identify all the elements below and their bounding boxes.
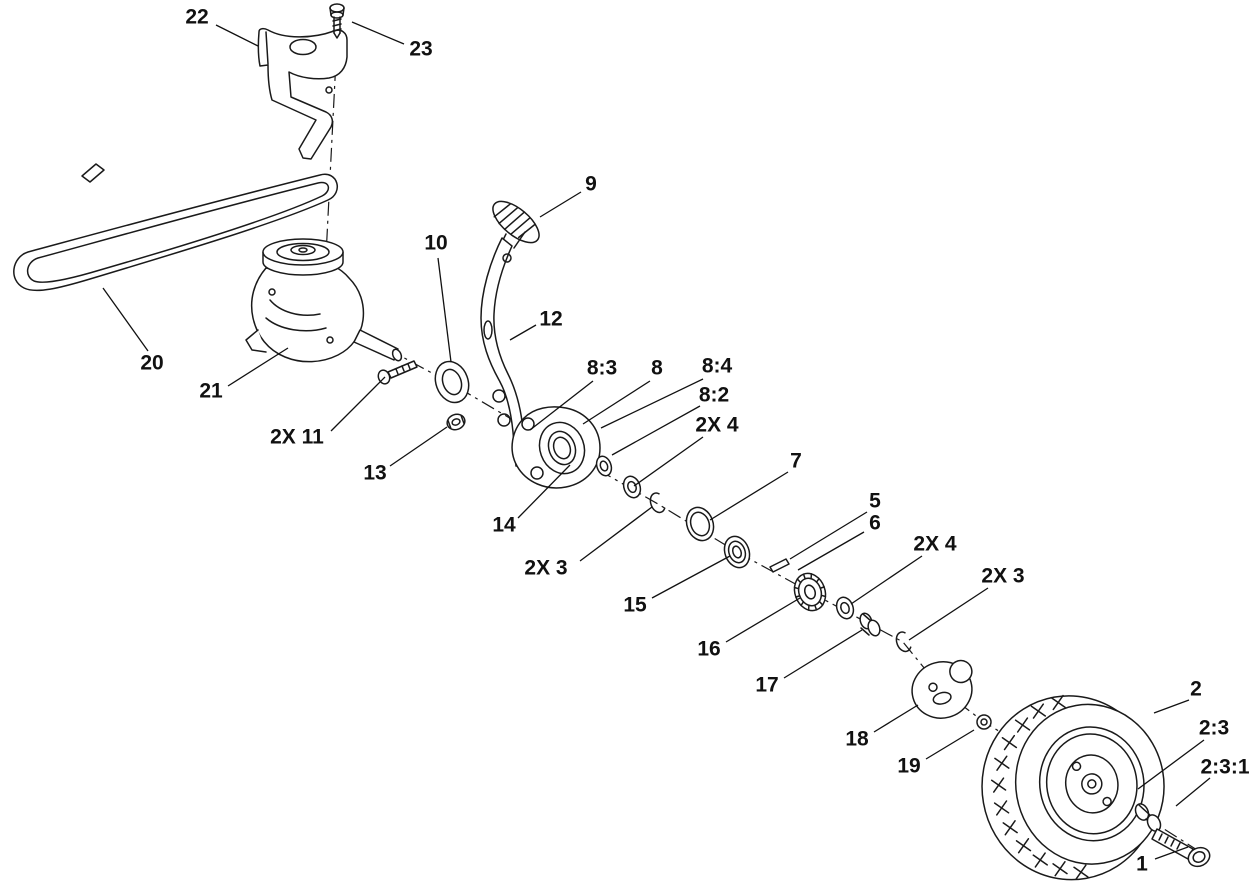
part-label-2-3: 2:3	[1199, 717, 1229, 740]
leader-line-2-3	[1137, 739, 1205, 790]
leader-line-8-2	[611, 405, 701, 456]
leader-line-12	[509, 324, 537, 341]
wheel-bolt	[1151, 828, 1211, 868]
leader-line-13	[389, 426, 448, 467]
part-label-3b: 2X 3	[981, 565, 1024, 588]
lever-grip	[492, 200, 540, 249]
leader-line-19	[925, 729, 975, 760]
washer-a	[595, 455, 613, 477]
woodruff-key	[769, 558, 790, 573]
leader-line-15	[651, 555, 731, 599]
part-label-2-3-1: 2:3:1	[1200, 756, 1249, 779]
part-label-8-2: 8:2	[699, 384, 729, 407]
part-label-17: 17	[755, 674, 778, 697]
part-label-7: 7	[790, 450, 802, 473]
part-label-4a: 2X 4	[695, 414, 739, 437]
flanged-bushing	[723, 535, 751, 569]
leader-line-14	[517, 464, 571, 519]
leader-line-23	[351, 21, 405, 45]
belt-guard-bracket	[257, 27, 348, 160]
drive-hub	[911, 659, 973, 719]
part-label-11: 2X 11	[270, 426, 324, 449]
leader-line-5	[789, 511, 868, 560]
leader-line-8-3	[529, 380, 594, 431]
leader-line-3b	[908, 587, 989, 641]
shift-lever	[480, 237, 528, 467]
leader-line-3a	[579, 506, 653, 562]
leader-line-11	[330, 376, 386, 432]
leader-line-10	[437, 257, 452, 363]
part-label-18: 18	[845, 728, 869, 751]
bearing-spacer	[1134, 803, 1162, 832]
bracket-screw	[329, 3, 345, 39]
leader-line-4b	[850, 555, 923, 605]
part-label-4b: 2X 4	[913, 533, 957, 556]
leader-line-1	[1154, 846, 1189, 860]
part-label-16: 16	[697, 638, 720, 661]
wheel	[981, 694, 1165, 881]
leader-line-9	[539, 191, 582, 218]
part-label-10: 10	[424, 232, 447, 255]
washer-c	[835, 596, 855, 620]
leader-line-18	[873, 704, 919, 733]
part-label-20: 20	[140, 352, 163, 375]
ring	[685, 506, 715, 542]
leader-line-8-4	[600, 378, 704, 429]
leader-line-16	[725, 597, 801, 643]
leader-line-20	[102, 287, 149, 352]
leader-lines	[102, 21, 1211, 860]
leader-line-2	[1153, 699, 1190, 714]
leader-line-7	[709, 471, 789, 521]
spacer	[859, 612, 881, 637]
part-label-22: 22	[185, 6, 208, 29]
leader-line-21	[227, 347, 289, 387]
part-label-2: 2	[1190, 678, 1202, 701]
part-label-23: 23	[409, 38, 432, 61]
transmission	[245, 238, 403, 363]
retaining-ring-a	[649, 492, 666, 514]
leader-line-4a	[633, 436, 704, 487]
part-label-15: 15	[623, 594, 647, 617]
part-label-8-4: 8:4	[702, 355, 733, 378]
part-label-8-3: 8:3	[587, 357, 617, 380]
set-screw	[377, 360, 418, 385]
hex-nut	[446, 413, 466, 431]
leader-line-8	[582, 380, 651, 425]
part-label-6: 6	[869, 512, 881, 535]
part-label-3a: 2X 3	[524, 557, 567, 580]
part-label-14: 14	[492, 514, 516, 537]
pinion-gear	[793, 572, 827, 612]
flange-bearing	[434, 360, 470, 404]
leader-line-22	[215, 24, 259, 47]
leader-line-17	[783, 629, 863, 679]
bearing-bracket	[511, 406, 601, 489]
part-label-8: 8	[651, 357, 663, 380]
washer-b	[622, 475, 642, 499]
part-label-5: 5	[869, 490, 881, 513]
leader-line-2-3-1	[1175, 777, 1211, 807]
part-label-21: 21	[199, 380, 223, 403]
drive-belt	[13, 163, 338, 292]
part-label-9: 9	[585, 173, 597, 196]
leader-line-6	[797, 531, 865, 571]
tire-tread-pattern	[990, 694, 1089, 880]
retaining-ring-b	[895, 631, 912, 653]
small-washer	[976, 714, 992, 730]
part-label-19: 19	[897, 755, 920, 778]
part-label-13: 13	[363, 462, 386, 485]
part-label-1: 1	[1136, 853, 1148, 876]
part-label-12: 12	[539, 308, 562, 331]
